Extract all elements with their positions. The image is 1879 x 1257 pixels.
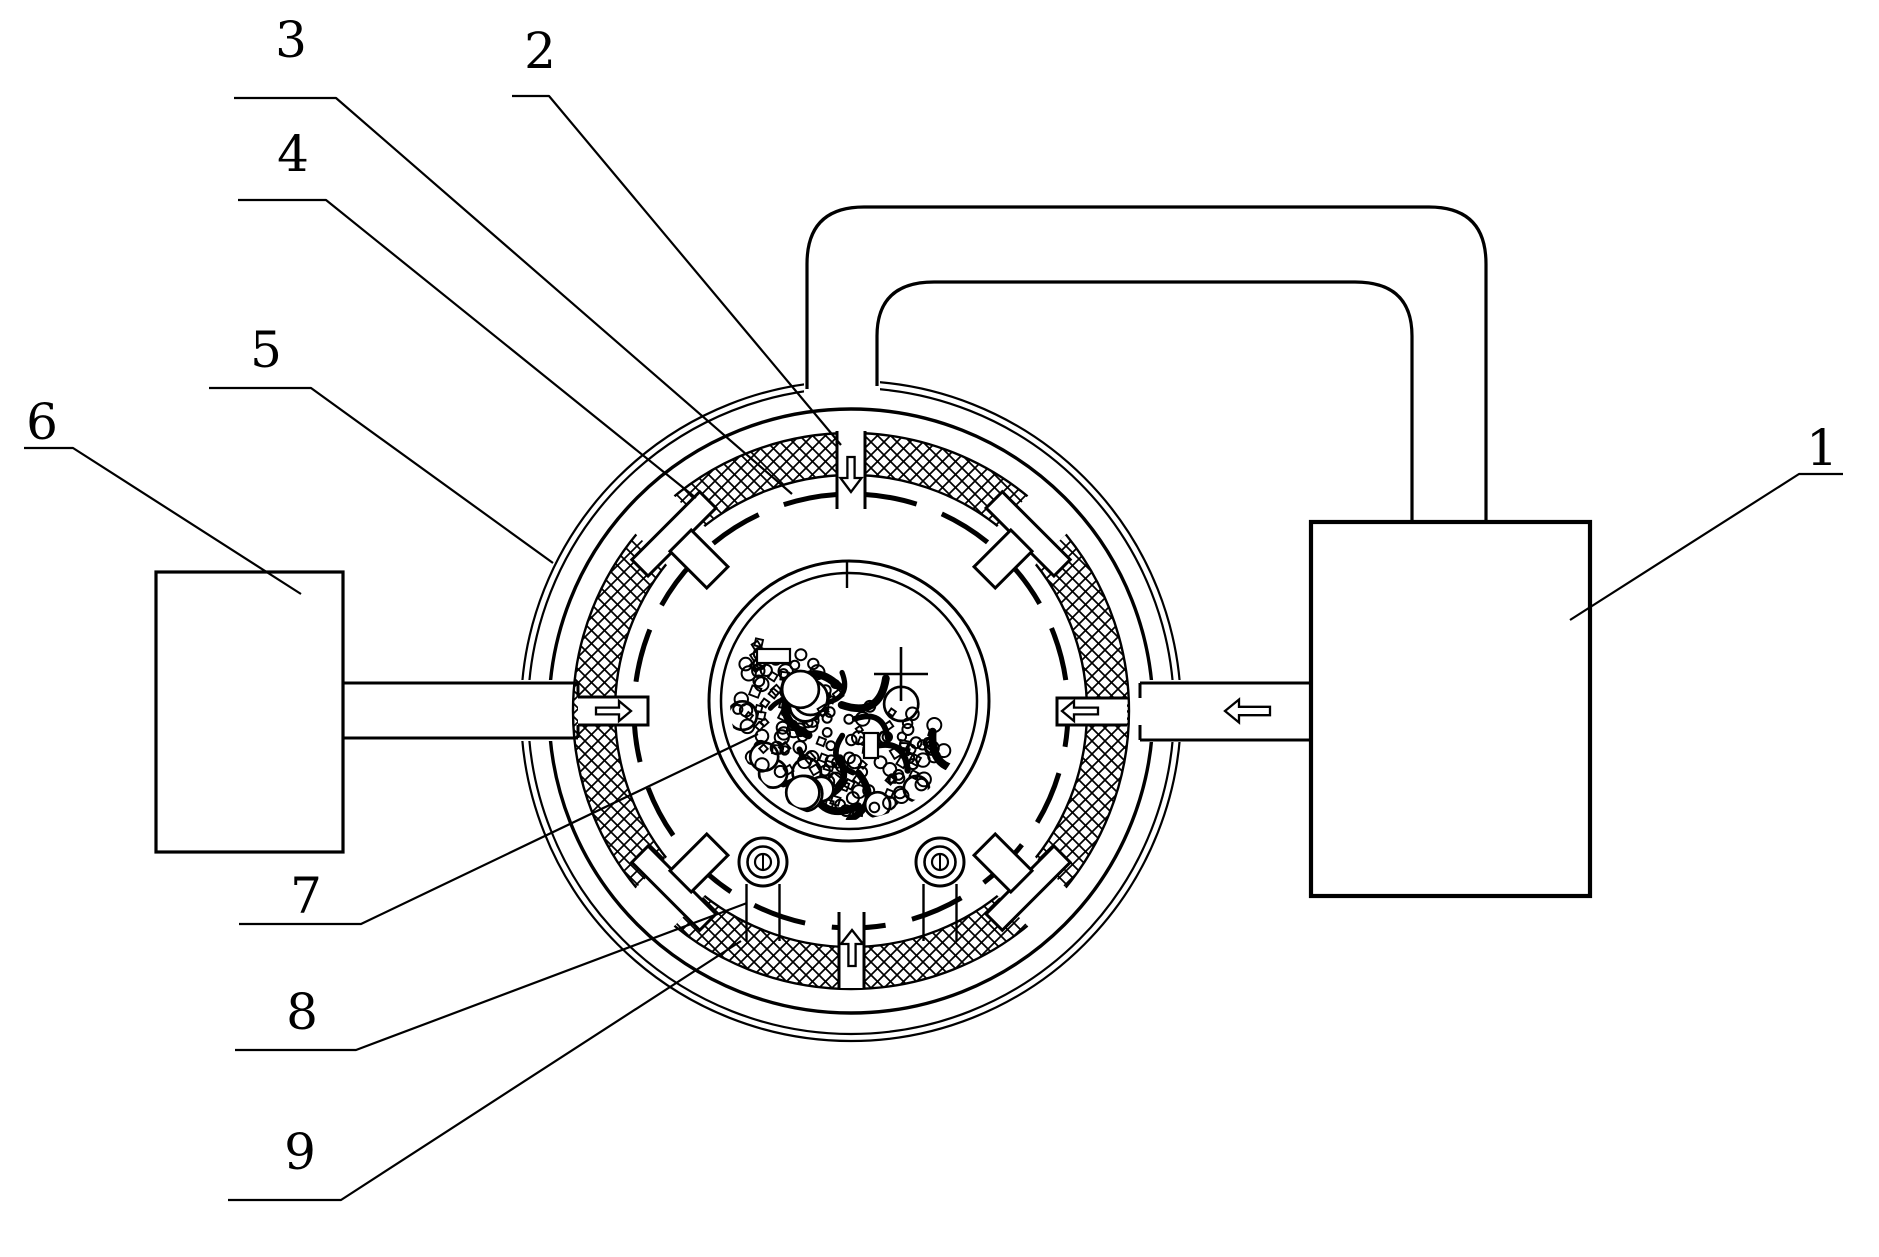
baffle-se [971,831,1073,933]
leader-line-5 [209,386,554,564]
device-box-right [1308,519,1593,899]
external-ducts [344,681,1311,742]
material-particles [730,637,968,820]
leader-line-3 [234,96,793,495]
reference-numerals: 1 2 3 4 5 6 7 8 9 [26,11,1838,1181]
leader-line-1 [1569,472,1843,621]
baffle-nw [629,489,731,591]
baffle-ne [971,489,1073,591]
leader-line-4 [238,198,697,499]
leader-line-9 [228,940,742,1202]
leader-line-7 [239,733,759,926]
flow-arrow-up-bottom-outlet-icon [838,928,866,968]
support-roller-left [737,836,789,941]
reference-leader-lines [24,94,1843,1202]
ref-label-6: 6 [26,393,58,451]
leader-line-8 [235,901,748,1052]
feed-pipe-inner-wall [875,280,1414,521]
inner-drum [707,559,991,843]
leader-line-2 [512,94,842,446]
ref-label-2: 2 [524,22,556,80]
center-cross-mark [874,647,928,701]
ref-label-1: 1 [1806,419,1838,477]
flow-arrow-down-top-inlet-icon [838,455,864,494]
device-box-left [154,570,345,854]
ref-label-9: 9 [284,1123,316,1181]
flow-arrow-left-east-port-icon [1060,698,1100,724]
leader-line-6 [24,446,302,595]
ref-label-5: 5 [250,321,282,379]
feed-pipe-outer-wall [805,205,1488,521]
flow-arrow-right-west-port-icon [594,698,633,724]
ref-label-3: 3 [275,11,307,69]
ref-label-4: 4 [277,125,309,183]
flow-arrow-left-right-channel-icon [1223,697,1272,725]
ref-label-7: 7 [290,867,322,925]
support-roller-right [914,836,966,941]
baffle-sw [629,831,731,933]
ref-label-8: 8 [286,983,318,1041]
